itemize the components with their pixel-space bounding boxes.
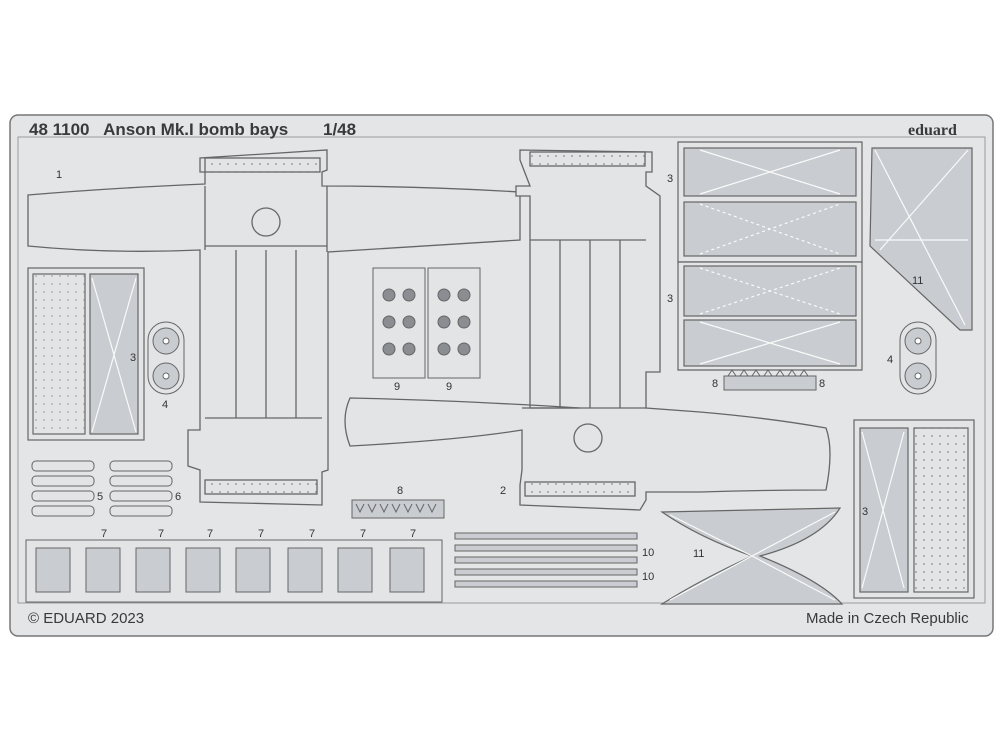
part-4-discs-left xyxy=(147,321,185,395)
part-9-racks xyxy=(372,267,481,379)
part-4-discs-right xyxy=(899,321,937,395)
part-number-10-a: 10 xyxy=(642,547,655,559)
part-11-frame-bottom xyxy=(659,507,844,605)
part-3-panels-bottom-right xyxy=(853,419,975,599)
part-number-5: 5 xyxy=(97,491,104,503)
part-number-1: 1 xyxy=(56,169,63,181)
part-7-brackets xyxy=(25,539,443,603)
part-number-11-bottom: 11 xyxy=(693,548,705,560)
part-number-7-d: 7 xyxy=(258,528,265,540)
part-number-2: 2 xyxy=(500,485,507,497)
part-number-9-b: 9 xyxy=(446,381,453,393)
part-2-bomb-bay-right xyxy=(344,149,831,511)
part-number-7-g: 7 xyxy=(410,528,417,540)
part-number-7-b: 7 xyxy=(158,528,165,540)
part-number-11-top: 11 xyxy=(912,275,924,287)
part-number-3-left: 3 xyxy=(130,352,137,364)
part-3-panels-top-right xyxy=(677,141,863,371)
scale-label: 1/48 xyxy=(323,120,357,139)
part-number-6: 6 xyxy=(175,491,182,503)
part-number-7-c: 7 xyxy=(207,528,214,540)
part-1-bomb-bay-left xyxy=(27,149,521,506)
part-number-8-b: 8 xyxy=(819,378,826,390)
part-3-panels-left xyxy=(27,267,145,441)
part-10-rods xyxy=(454,532,638,588)
copyright-label: © EDUARD 2023 xyxy=(28,610,145,627)
part-number-8-c: 8 xyxy=(397,485,404,497)
part-number-9-a: 9 xyxy=(394,381,401,393)
part-number-3-bottom-right: 3 xyxy=(862,506,869,518)
part-number-7-f: 7 xyxy=(360,528,367,540)
product-code: 48 1100 xyxy=(29,120,90,139)
part-number-3-mid: 3 xyxy=(667,293,674,305)
part-number-3-top: 3 xyxy=(667,173,674,185)
part-6-strips xyxy=(109,460,173,517)
part-number-7-a: 7 xyxy=(101,528,108,540)
part-number-4-left: 4 xyxy=(162,399,169,411)
part-number-7-e: 7 xyxy=(309,528,316,540)
product-title: 48 1100 Anson Mk.I bomb bays xyxy=(29,121,288,138)
brand-logo: eduard xyxy=(908,122,957,139)
fret-inner-border xyxy=(17,136,986,604)
part-8-comb-right xyxy=(723,369,817,391)
part-8-comb-center xyxy=(351,499,445,519)
part-11-frame-top-right xyxy=(869,147,973,331)
product-name: Anson Mk.I bomb bays xyxy=(103,120,289,139)
part-5-strips xyxy=(31,460,95,517)
part-number-4-right: 4 xyxy=(887,354,894,366)
part-number-8-a: 8 xyxy=(712,378,719,390)
origin-label: Made in Czech Republic xyxy=(806,610,969,627)
part-number-10-b: 10 xyxy=(642,571,655,583)
